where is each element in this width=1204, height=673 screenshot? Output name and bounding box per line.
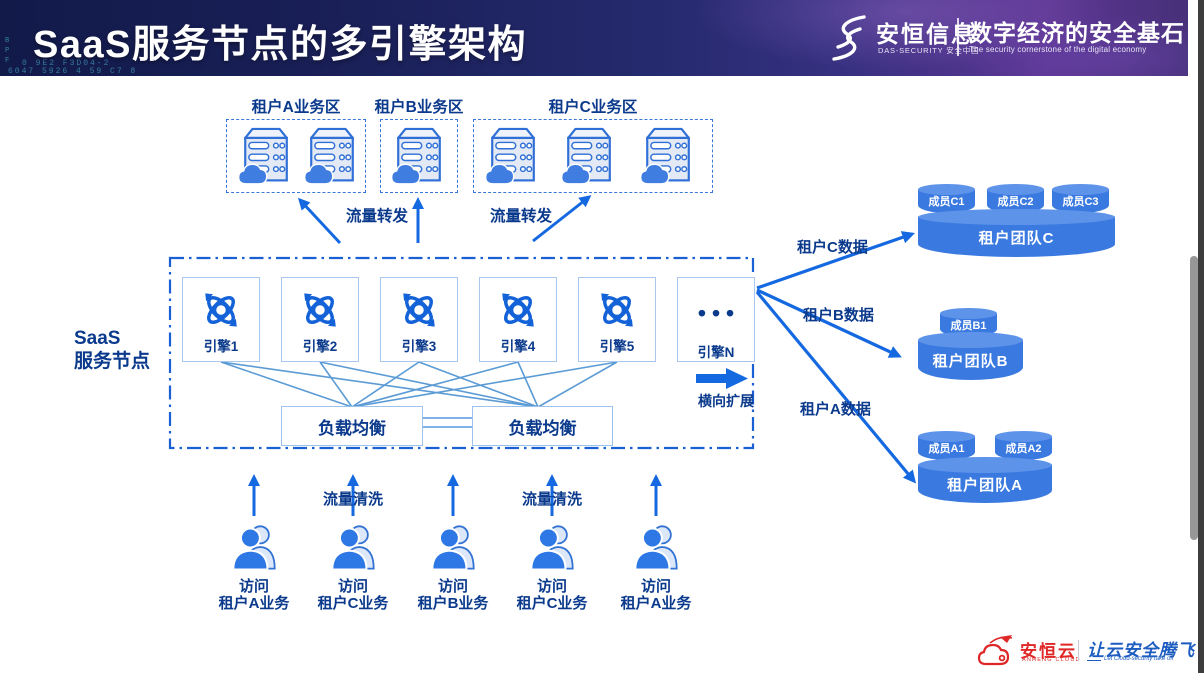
- visitor-label-line2: 租户B业务: [417, 594, 489, 612]
- visitor-label-line2: 租户C业务: [516, 594, 588, 612]
- team-c-cylinder: 租户团队C: [918, 209, 1115, 257]
- engine-box-1: 引擎1: [182, 277, 260, 362]
- team-a-cylinder: 租户团队A: [918, 457, 1052, 503]
- tenant-b-data-label: 租户B数据: [803, 307, 874, 324]
- saas-node-label-line1: SaaS: [74, 328, 121, 349]
- member-a1-cylinder: 成员A1: [918, 430, 975, 460]
- scrollbar-track[interactable]: [1198, 0, 1204, 673]
- server-icon: [640, 126, 696, 186]
- visitor-label-line1: 访问: [640, 578, 671, 595]
- tenant-zone-b-box: [380, 119, 458, 193]
- engine-label: 引擎1: [203, 339, 239, 354]
- visitor-label-line1: 访问: [536, 578, 567, 595]
- decorative-code-column: B P F: [5, 37, 10, 66]
- footer-brand-name: 安恒云: [1020, 642, 1077, 661]
- engine-label: 引擎3: [401, 339, 437, 354]
- engine-icon: [596, 289, 638, 331]
- anheng-cloud-logo-icon: [977, 635, 1013, 666]
- member-label: 成员A2: [1005, 443, 1042, 455]
- brand-divider: [957, 18, 959, 56]
- visitor-label-line2: 租户C业务: [317, 594, 389, 612]
- engine-label: 引擎5: [599, 339, 635, 354]
- visitor-label-line2: 租户A业务: [620, 594, 692, 612]
- team-label: 租户团队B: [932, 352, 1009, 370]
- engine-box-5: 引擎5: [578, 277, 656, 362]
- server-icon: [238, 126, 294, 186]
- footer-brand-name-en: ANHENG CLOUD: [1022, 657, 1081, 663]
- engine-icon: [398, 289, 440, 331]
- server-icon: [391, 126, 447, 186]
- visitor-label-4: 访问 租户C业务: [504, 578, 600, 612]
- server-icon: [561, 126, 617, 186]
- user-icon: [426, 523, 480, 571]
- page-title: SaaS服务节点的多引擎架构: [33, 24, 527, 66]
- footer-slogan-en: Let Cloud-security take off: [1104, 655, 1174, 662]
- engine-label: 引擎4: [500, 339, 536, 354]
- expand-arrow: [696, 368, 748, 389]
- team-b-cylinder: 租户团队B: [918, 332, 1023, 380]
- engine-icon: [299, 289, 341, 331]
- engine-box-n: ••• 引擎N: [677, 277, 755, 362]
- saas-node-label: SaaS 服务节点: [74, 327, 150, 373]
- footer-slogan: 让云安全腾飞: [1087, 641, 1195, 660]
- member-c1-cylinder: 成员C1: [918, 183, 975, 213]
- brand-slogan: 数字经济的安全基石: [969, 20, 1185, 46]
- brand-name: 安恒信息: [876, 21, 976, 47]
- engine-icon: [200, 289, 242, 331]
- footer-divider: [1078, 640, 1079, 661]
- visitor-label-5: 访问 租户A业务: [608, 578, 704, 612]
- member-label: 成员C3: [1062, 196, 1099, 208]
- scrollbar-thumb[interactable]: [1190, 256, 1198, 540]
- server-icon: [304, 126, 360, 186]
- user-icon: [525, 523, 579, 571]
- brand-name-en: DAS-SECURITY 安全中国: [878, 46, 980, 55]
- traffic-clean-label-2: 流量清洗: [521, 491, 582, 508]
- load-balancer-1: 负载均衡: [281, 406, 423, 446]
- das-security-logo-icon: [832, 15, 866, 61]
- engine-label: 引擎N: [697, 345, 735, 360]
- brand-slogan-en: The security cornerstone of the digital …: [969, 45, 1147, 54]
- forward-label-2: 流量转发: [489, 208, 552, 225]
- tenant-zone-c-box: [473, 119, 713, 193]
- visitor-label-line2: 租户A业务: [218, 594, 290, 612]
- visitor-label-1: 访问 租户A业务: [206, 578, 302, 612]
- user-icon: [227, 523, 281, 571]
- member-label: 成员B1: [950, 320, 987, 332]
- traffic-clean-label-1: 流量清洗: [322, 491, 383, 508]
- team-label: 租户团队A: [947, 476, 1023, 494]
- engine-box-4: 引擎4: [479, 277, 557, 362]
- ellipsis-dots: •••: [697, 300, 741, 326]
- saas-node-label-line2: 服务节点: [74, 351, 151, 373]
- header-bar: B P F 0 9E2 F3D04-2 6047 5926 4 59 C7 8 …: [0, 0, 1188, 76]
- visitor-label-2: 访问 租户C业务: [305, 578, 401, 612]
- visitor-label-line1: 访问: [238, 578, 269, 595]
- tenant-zone-a-box: [226, 119, 366, 193]
- tenant-zone-c-label: 租户C业务区: [548, 99, 638, 116]
- engine-box-2: 引擎2: [281, 277, 359, 362]
- decorative-code-line: 0 9E2 F3D04-2: [22, 59, 111, 68]
- server-icon: [485, 126, 541, 186]
- member-label: 成员C2: [997, 196, 1034, 208]
- forward-label-1: 流量转发: [345, 208, 408, 225]
- member-label: 成员C1: [928, 196, 965, 208]
- user-icon: [326, 523, 380, 571]
- visitor-label-3: 访问 租户B业务: [405, 578, 501, 612]
- member-a2-cylinder: 成员A2: [995, 430, 1052, 460]
- footer-rule-line: [1087, 660, 1101, 661]
- visitor-label-line1: 访问: [337, 578, 368, 595]
- tenant-a-data-label: 租户A数据: [800, 401, 871, 418]
- expand-label: 横向扩展: [698, 393, 754, 409]
- engine-label: 引擎2: [302, 339, 338, 354]
- tenant-c-data-label: 租户C数据: [797, 239, 868, 256]
- member-label: 成员A1: [928, 443, 965, 455]
- tenant-zone-b-label: 租户B业务区: [374, 99, 464, 116]
- decorative-code-line: 6047 5926 4 59 C7 8: [8, 67, 138, 76]
- load-balancer-2: 负载均衡: [472, 406, 613, 446]
- user-icon: [629, 523, 683, 571]
- engine-icon: [497, 289, 539, 331]
- team-label: 租户团队C: [978, 229, 1055, 247]
- visitor-label-line1: 访问: [437, 578, 468, 595]
- tenant-zone-a-label: 租户A业务区: [251, 99, 341, 116]
- engine-box-3: 引擎3: [380, 277, 458, 362]
